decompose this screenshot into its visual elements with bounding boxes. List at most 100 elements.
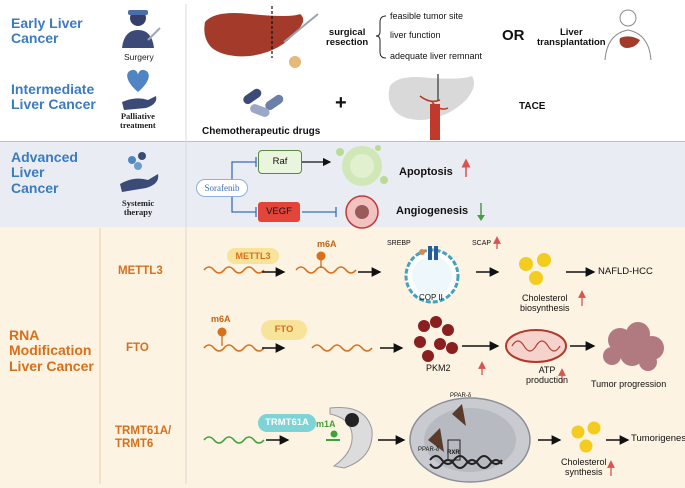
fto-row-label: FTO <box>126 342 149 354</box>
mettl3-row-label: METTL3 <box>118 265 163 277</box>
heart-hand-icon <box>122 69 157 110</box>
advanced-title-line1: Advanced <box>11 149 78 165</box>
systemic-line2: therapy <box>123 207 153 218</box>
trmt-row-label: TRMT61A/ TRMT6 <box>115 425 171 450</box>
chol-bio-line2: biosynthesis <box>520 302 570 313</box>
mettl3-m6a-label: m6A <box>317 239 337 249</box>
mettl3-mrna-left <box>203 266 265 274</box>
sorafenib-pill: Sorafenib <box>196 179 248 197</box>
raf-box: Raf <box>258 150 302 174</box>
fto-m6a-label: m6A <box>211 314 231 324</box>
trna-icon <box>326 406 373 469</box>
rna-stage-title: RNA Modification Liver Cancer <box>9 327 94 374</box>
or-label: OR <box>502 27 525 44</box>
criteria-item-1: feasible tumor site <box>390 11 464 21</box>
fto-mrna-right <box>311 344 373 352</box>
trmt-label-line1: TRMT61A/ <box>115 425 172 437</box>
atp-production-label: ATP production <box>526 365 569 386</box>
advanced-title-line2: Liver <box>11 164 45 181</box>
atp-line2: production <box>526 374 569 385</box>
transplant-line2: transplantation <box>537 37 606 49</box>
chol-bio-line1: Cholesterol <box>522 293 568 303</box>
intermediate-title-line1: Intermediate <box>11 81 95 97</box>
criteria-item-2: liver function <box>390 30 441 40</box>
chol-syn-line1: Cholesterol <box>561 457 607 467</box>
tumorigenesis-label: Tumorigenesis <box>631 433 685 444</box>
fto-enzyme: FTO <box>261 320 307 340</box>
cholesterol-droplets-icon-2 <box>571 421 601 453</box>
angiogenesis-down-arrow <box>477 203 485 221</box>
palliative-line2: treatment <box>120 120 156 131</box>
early-title-line2: Cancer <box>11 30 59 47</box>
ppar-top-label: PPAR-δ <box>450 393 472 399</box>
rna-title-line2: Modification <box>9 342 92 359</box>
tace-liver-icon <box>388 74 474 140</box>
srebp-label: SREBP <box>387 240 411 247</box>
criteria-brace <box>375 15 387 59</box>
cholesterol-biosynthesis-label: Cholesterol biosynthesis <box>520 293 570 314</box>
surgical-line2: resection <box>326 37 369 49</box>
chemo-drugs-label: Chemotherapeutic drugs <box>202 126 321 137</box>
advanced-panel <box>0 141 685 228</box>
apoptosis-label: Apoptosis <box>399 166 453 178</box>
tumor-progression-label: Tumor progression <box>591 379 667 389</box>
liver-resection-icon <box>204 6 319 68</box>
ppar-bottom-label: PPAR-δ <box>418 447 440 453</box>
surgical-resection-label: surgical resection <box>326 27 369 49</box>
mitochondrion-icon <box>505 329 567 363</box>
transplantation-label: Liver transplantation <box>537 27 606 49</box>
angiogenesis-label: Angiogenesis <box>396 205 469 217</box>
trmt-label-line2: TRMT6 <box>115 437 154 450</box>
palliative-label: Palliative treatment <box>120 111 156 131</box>
atp-line1: ATP <box>538 365 556 375</box>
fto-mrna-left <box>203 344 265 352</box>
surgery-label: Surgery <box>124 52 154 62</box>
trmt-trna-left <box>203 436 265 444</box>
apoptotic-cell-icon <box>336 145 388 186</box>
transplant-person-icon <box>604 9 652 61</box>
sorafenib-inhibition-lines <box>231 157 337 217</box>
scap-label: SCAP <box>472 240 492 247</box>
mettl3-enzyme: METTL3 <box>227 248 279 264</box>
rna-title-line3: Liver Cancer <box>9 357 94 374</box>
surgeon-icon <box>122 10 161 48</box>
mettl3-mrna-right <box>295 266 357 274</box>
rna-panel <box>0 227 685 488</box>
tumor-mass-icon <box>603 322 664 371</box>
cholesterol-synthesis-label: Cholesterol synthesis <box>561 457 607 478</box>
transplant-line1: Liver <box>559 27 583 38</box>
capsules-icon <box>243 88 284 117</box>
early-title-line1: Early Liver <box>11 15 83 31</box>
surgical-line1: surgical <box>328 27 366 38</box>
rxr-label: RXR <box>447 450 460 456</box>
fto-m6a-mark-icon <box>217 327 227 337</box>
m6a-mark-icon <box>316 251 326 261</box>
systemic-line1: Systemic <box>122 198 155 208</box>
copii-vesicle-icon <box>404 246 460 304</box>
tace-label: TACE <box>519 101 546 112</box>
rna-title-line1: RNA <box>9 327 40 343</box>
chol-syn-line2: synthesis <box>565 466 603 477</box>
intermediate-title-line2: Liver Cancer <box>11 96 96 113</box>
systemic-label: Systemic therapy <box>122 198 155 218</box>
pills-hand-icon <box>120 152 159 192</box>
palliative-line1: Palliative <box>120 111 155 121</box>
m1a-label: m1A <box>316 419 336 429</box>
vegf-box: VEGF <box>258 202 300 222</box>
early-stage-title: Early Liver Cancer <box>11 15 83 47</box>
advanced-title-line3: Cancer <box>11 179 59 196</box>
advanced-stage-title: Advanced Liver Cancer <box>11 149 78 196</box>
trmt61a-enzyme: TRMT61A <box>258 414 316 432</box>
plus-sign: + <box>335 92 347 114</box>
cholesterol-droplets-icon-1 <box>519 253 551 285</box>
nucleus-icon <box>409 397 531 483</box>
pkm2-label: PKM2 <box>426 363 451 373</box>
copii-label: COP II <box>419 293 443 302</box>
nafld-hcc-label: NAFLD-HCC <box>598 266 653 277</box>
criteria-item-3: adequate liver remnant <box>390 51 483 61</box>
vascular-cell-icon <box>345 195 379 229</box>
intermediate-stage-title: Intermediate Liver Cancer <box>11 81 96 113</box>
early-intermediate-panel <box>0 0 685 140</box>
